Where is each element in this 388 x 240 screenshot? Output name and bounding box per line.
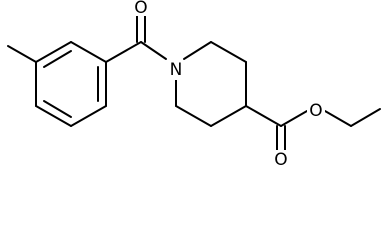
aryl-inner-bond-3 [43, 100, 72, 118]
ketone-oxygen-label: O [134, 0, 147, 18]
aryl-bond-1 [35, 41, 72, 63]
ring-ester-bond [245, 105, 282, 127]
ester-carbonyl-oxygen-label: O [274, 150, 287, 170]
bond-layer [7, 13, 381, 151]
ketone-oxygen-label-background [132, 0, 150, 16]
chemical-structure-diagram: N O O O [7, 0, 381, 170]
piperidine-bond-4 [210, 105, 247, 127]
aryl-inner-bond-1 [43, 50, 72, 68]
carbonyl-n-bond [140, 41, 167, 60]
ester-oxygen-label-background [307, 101, 325, 121]
piperidine-bond-5 [175, 105, 212, 127]
atom-label-layer: N O O O [132, 0, 325, 170]
nitrogen-label: N [170, 60, 183, 80]
nitrogen-label-background [166, 60, 186, 80]
ester-carbonyl-oxygen-label-background [272, 150, 290, 170]
ester-oxygen-bond [280, 110, 308, 127]
aryl-bond-4 [70, 105, 107, 127]
piperidine-bond-2 [210, 41, 247, 63]
aryl-bond-2 [70, 41, 107, 63]
molecule-svg: N O O O [7, 0, 381, 170]
ethyl-bond-1 [324, 110, 352, 127]
aryl-bond-5 [35, 105, 72, 127]
aryl-carbonyl-bond [105, 41, 142, 63]
ester-oxygen-label: O [309, 101, 322, 121]
piperidine-bond-1 [183, 41, 212, 60]
methyl-bond [7, 45, 37, 63]
ethyl-bond-2 [350, 108, 381, 127]
